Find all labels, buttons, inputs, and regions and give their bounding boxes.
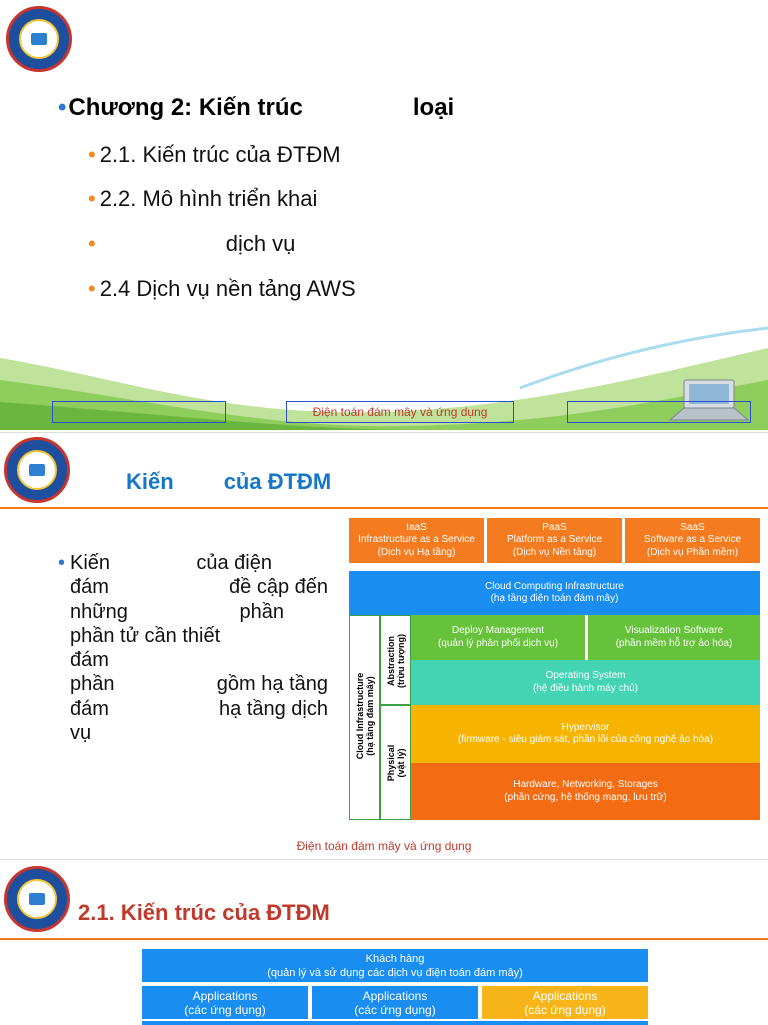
cloud-infrastructure-label: Cloud Infrastructure(hạ tầng đám mây) [349,615,380,820]
hardware-box: Hardware, Networking, Storages(phần cứng… [411,763,760,820]
bullet-item: •2.1. Kiến trúc của ĐTĐM [88,142,341,167]
operating-system-box: Operating System(hệ điều hành máy chủ) [411,660,760,705]
bullet-item: •2.4 Dịch vụ nền tảng AWS [88,276,356,301]
bullet-item: •dịch vụ [88,231,296,256]
deploy-management-box: Deploy Management(quản lý phân phối dịch… [411,615,585,660]
slide-3: 2.1. Kiến trúc của ĐTĐM Khách hàng(quản … [0,859,768,1025]
footer-center-box: Điện toán đám mây và ứng dụng [286,401,514,423]
university-logo [4,866,70,932]
hypervisor-box: Hypervisor(firmware - siêu giám sát, phầ… [411,705,760,763]
cloud-computing-infrastructure-box: Cloud Computing Infrastructure(hạ tầng đ… [349,571,760,615]
visualization-software-box: Visualization Software(phần mềm hỗ trợ ả… [588,615,760,660]
title-divider [0,507,768,509]
slide-title: 2.1. Kiến trúc của ĐTĐM [78,900,330,925]
title-divider [0,938,768,940]
university-logo [6,6,72,72]
applications-box: Applications(các ứng dụng) [142,986,308,1019]
applications-box: Applications(các ứng dụng) [482,986,648,1019]
bullet-item: •2.2. Mô hình triển khai [88,186,318,211]
abstraction-label: Abstraction(trừu tượng) [380,615,411,705]
customer-box: Khách hàng(quản lý và sử dụng các dịch v… [142,949,648,982]
footer-left-box [52,401,226,423]
university-logo [4,437,70,503]
decorative-wave-background [0,326,768,430]
footer-right-box [567,401,751,423]
next-row-partial [142,1021,648,1025]
applications-box: Applications(các ứng dụng) [312,986,478,1019]
physical-label: Physical(vật lý) [380,705,411,820]
slide-footer: Điện toán đám mây và ứng dụng [296,839,472,853]
